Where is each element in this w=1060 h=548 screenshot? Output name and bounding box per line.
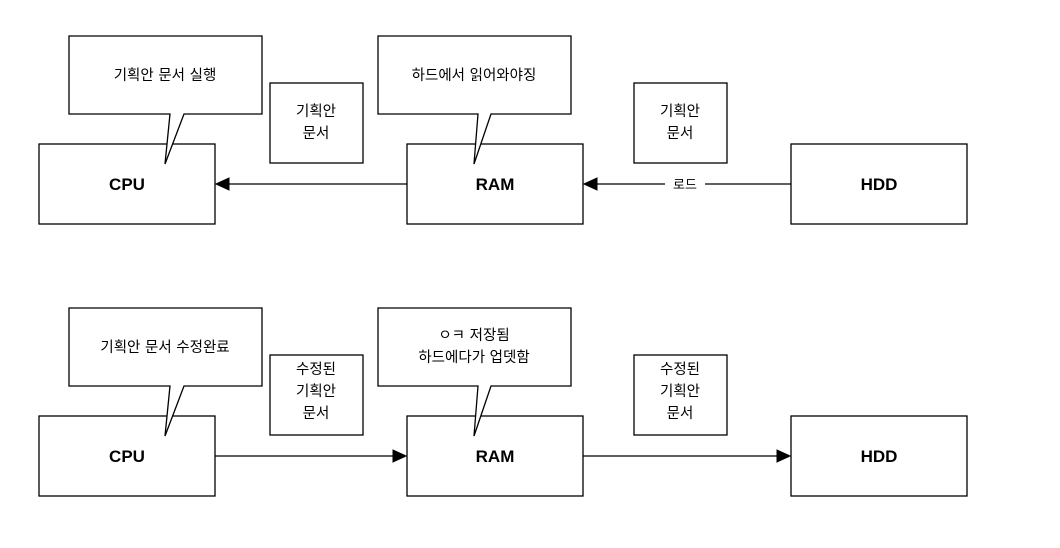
ram-box-label: RAM <box>476 447 515 466</box>
hdd-box-bottom[interactable]: HDD <box>790 415 968 497</box>
doc-note-right-bottom[interactable]: 수정된 기획안 문서 <box>633 354 728 436</box>
doc-note-line: 문서 <box>667 405 694 422</box>
doc-note-line: 문서 <box>667 125 694 142</box>
doc-note-left-top[interactable]: 기획안 문서 <box>269 82 364 164</box>
edge-label-load: 로드 <box>673 178 697 193</box>
arrowhead-ram-bottom <box>392 449 408 463</box>
callout-text: ㅇㅋ 저장됨 <box>438 327 509 344</box>
callout-text: 하드에서 읽어와야징 <box>412 67 537 84</box>
arrowhead-cpu-top <box>214 177 230 191</box>
ram-callout-bottom[interactable]: ㅇㅋ 저장됨 하드에다가 업뎃함 <box>377 307 572 437</box>
ram-box-bottom[interactable]: RAM <box>406 415 584 497</box>
hdd-box-label: HDD <box>861 447 898 466</box>
cpu-box-label: CPU <box>109 175 145 194</box>
arrowhead-ram-top <box>582 177 598 191</box>
doc-note-line: 수정된 <box>660 361 700 378</box>
ram-callout-top[interactable]: 하드에서 읽어와야징 <box>377 35 572 165</box>
cpu-box-label: CPU <box>109 447 145 466</box>
cpu-callout-top[interactable]: 기획안 문서 실행 <box>68 35 263 165</box>
hdd-box-top[interactable]: HDD <box>790 143 968 225</box>
doc-note-left-bottom[interactable]: 수정된 기획안 문서 <box>269 354 364 436</box>
cpu-callout-bottom[interactable]: 기획안 문서 수정완료 <box>68 307 263 437</box>
doc-note-line: 문서 <box>303 125 330 142</box>
doc-note-line: 수정된 <box>296 361 336 378</box>
edge-label-bg <box>665 174 705 194</box>
doc-note-right-top[interactable]: 기획안 문서 <box>633 82 728 164</box>
doc-note-line: 기획안 <box>296 103 336 120</box>
callout-text: 기획안 문서 실행 <box>114 67 217 84</box>
hdd-box-label: HDD <box>861 175 898 194</box>
callout-text: 기획안 문서 수정완료 <box>100 339 229 356</box>
callout-text: 하드에다가 업뎃함 <box>418 349 529 366</box>
doc-note-line: 기획안 <box>660 383 700 400</box>
ram-box-label: RAM <box>476 175 515 194</box>
doc-note-line: 문서 <box>303 405 330 422</box>
doc-note-line: 기획안 <box>660 103 700 120</box>
cpu-box-bottom[interactable]: CPU <box>38 415 216 497</box>
doc-note-line: 기획안 <box>296 383 336 400</box>
cpu-box-top[interactable]: CPU <box>38 143 216 225</box>
arrowhead-hdd-bottom <box>776 449 792 463</box>
ram-box-top[interactable]: RAM <box>406 143 584 225</box>
